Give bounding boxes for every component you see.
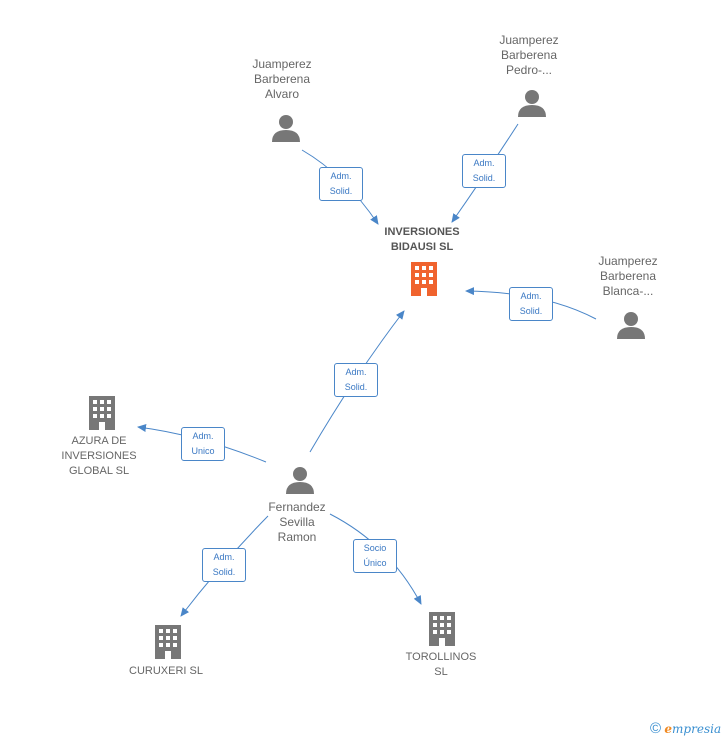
edge-label-fernandez-curuxeri: Adm. Solid.: [202, 548, 246, 582]
brand-footer[interactable]: © empresia: [650, 720, 721, 737]
building-icon-torollinos[interactable]: [426, 612, 458, 646]
building-icon-center[interactable]: [408, 262, 440, 296]
building-icon-azura[interactable]: [86, 396, 118, 430]
copyright-symbol: ©: [650, 720, 662, 737]
edge-label-blanca-center: Adm. Solid.: [509, 287, 553, 321]
node-label-pedro[interactable]: Juamperez Barberena Pedro-...: [499, 33, 559, 77]
node-label-curuxeri[interactable]: CURUXERI SL: [129, 665, 203, 677]
person-icon-blanca[interactable]: [616, 310, 646, 340]
node-label-azura[interactable]: AZURA DE INVERSIONES GLOBAL SL: [61, 435, 137, 477]
edge-label-fernandez-center: Adm. Solid.: [334, 363, 378, 397]
edge-label-pedro-center: Adm. Solid.: [462, 154, 506, 188]
brand-logo: empresia: [664, 722, 722, 736]
person-icon-alvaro[interactable]: [271, 113, 301, 143]
edge-label-fernandez-torollinos: Socio Único: [353, 539, 397, 573]
edge-label-fernandez-azura: Adm. Unico: [181, 427, 225, 461]
node-label-torollinos[interactable]: TOROLLINOS SL: [405, 651, 477, 678]
node-label-alvaro[interactable]: Juamperez Barberena Alvaro: [252, 57, 312, 101]
person-icon-fernandez[interactable]: [285, 465, 315, 495]
node-label-fernandez[interactable]: Fernandez Sevilla Ramon: [268, 500, 326, 544]
edge-label-alvaro-center: Adm. Solid.: [319, 167, 363, 201]
node-label-center[interactable]: INVERSIONES BIDAUSI SL: [384, 226, 460, 253]
building-icon-curuxeri[interactable]: [152, 625, 184, 659]
person-icon-pedro[interactable]: [517, 88, 547, 118]
node-label-blanca[interactable]: Juamperez Barberena Blanca-...: [598, 254, 658, 298]
